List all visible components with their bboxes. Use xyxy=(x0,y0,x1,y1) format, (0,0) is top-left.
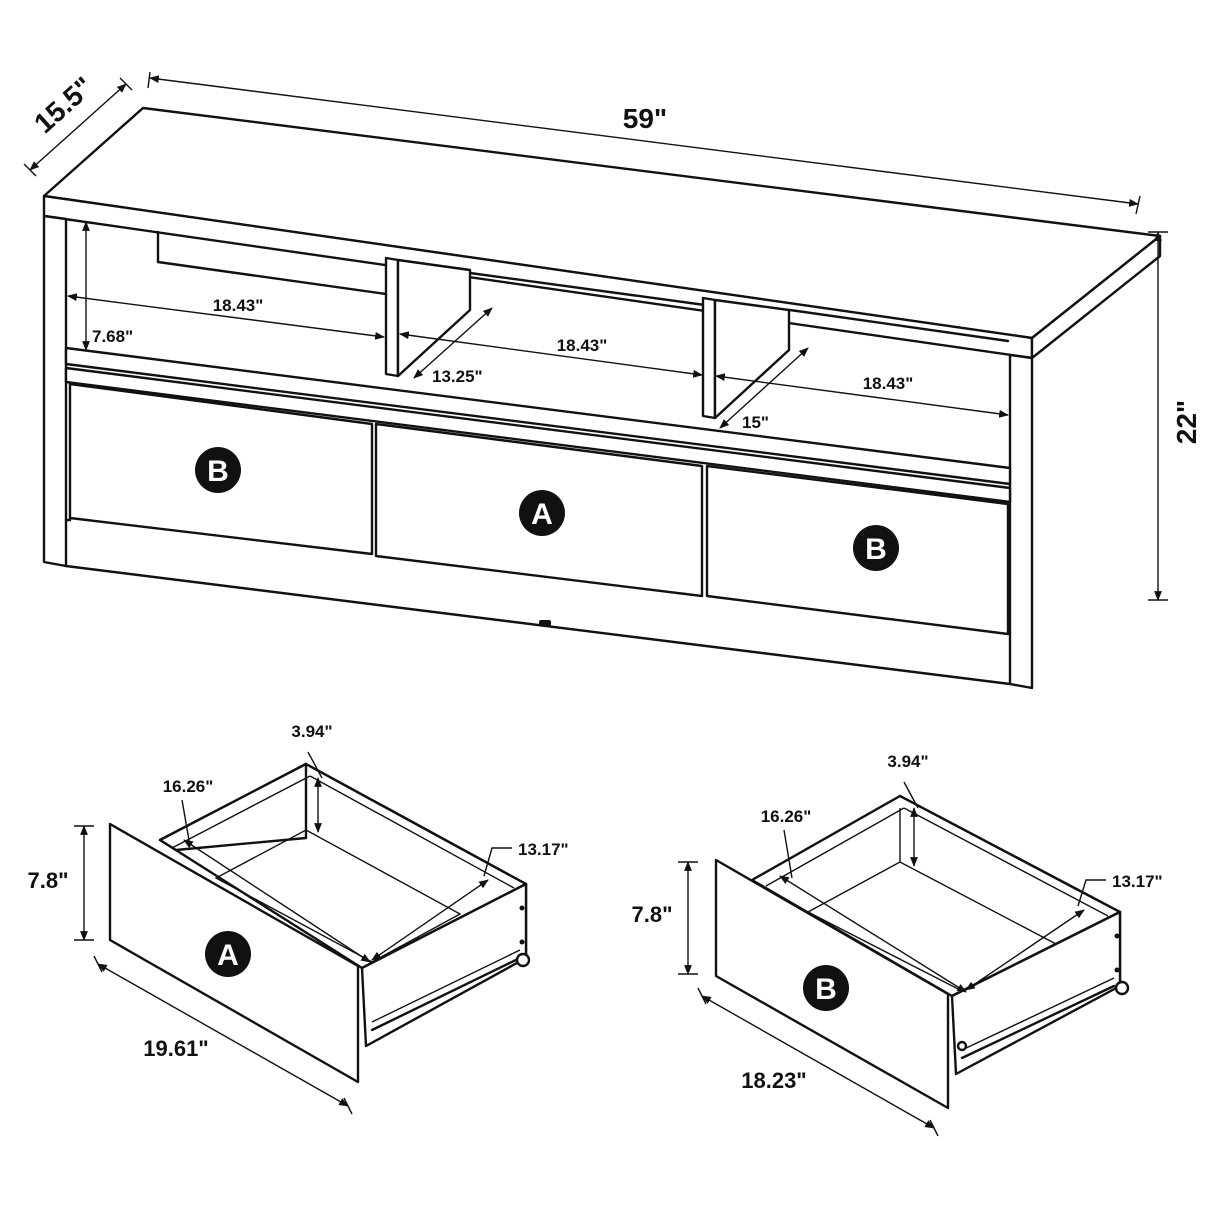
svg-text:A: A xyxy=(217,939,239,972)
dimension-center-shelf-depth: 13.25" xyxy=(413,307,493,386)
drawer-b-badge: B xyxy=(803,965,849,1011)
svg-text:13.17": 13.17" xyxy=(518,840,569,859)
right-side-panel xyxy=(1008,353,1034,690)
drawer-a xyxy=(108,762,531,1084)
left-side-panel xyxy=(42,214,68,568)
svg-text:13.17": 13.17" xyxy=(1112,872,1163,891)
drawer-a-dim-front-width: 19.61" xyxy=(93,955,353,1115)
svg-text:B: B xyxy=(815,973,837,1006)
drawer-frame xyxy=(64,366,1012,504)
dimension-shelf-height: 7.68" xyxy=(82,221,133,351)
svg-text:18.23": 18.23" xyxy=(741,1068,806,1093)
svg-text:19.61": 19.61" xyxy=(143,1036,208,1061)
svg-text:3.94": 3.94" xyxy=(887,752,928,771)
dimension-right-shelf-depth: 15" xyxy=(719,347,809,432)
width-label: 59" xyxy=(623,103,667,134)
drawer-b-dim-inner-width: 16.26" xyxy=(761,807,967,993)
center-shelf-depth-label: 13.25" xyxy=(432,367,483,386)
dimension-height: 22" xyxy=(1148,231,1202,601)
drawer-b-dim-inner-depth: 3.94" xyxy=(887,752,929,867)
shelf-floor xyxy=(64,346,1012,486)
height-label: 22" xyxy=(1171,400,1202,444)
dimension-right-shelf-width: 18.43" xyxy=(715,373,1009,418)
drawer-b-dim-height: 7.8" xyxy=(631,861,698,975)
right-shelf-depth-label: 15" xyxy=(742,413,769,432)
svg-text:A: A xyxy=(531,498,553,531)
divider-left-side xyxy=(396,258,472,378)
drawer-a-dim-inner-length: 13.17" xyxy=(371,840,569,961)
drawer-a-dim-inner-width: 16.26" xyxy=(163,777,371,963)
drawer-a-badge: A xyxy=(205,931,251,977)
svg-text:16.26": 16.26" xyxy=(761,807,812,826)
badge-right: B xyxy=(853,525,899,571)
svg-text:B: B xyxy=(865,533,887,566)
divider-right-side xyxy=(713,298,791,420)
shelf-height-label: 7.68" xyxy=(92,327,133,346)
svg-text:3.94": 3.94" xyxy=(291,722,332,741)
foot xyxy=(539,620,551,626)
depth-label: 15.5" xyxy=(28,71,99,139)
center-shelf-width-label: 18.43" xyxy=(557,336,608,355)
drawer-b-dim-front-width: 18.23" xyxy=(697,987,939,1137)
tv-stand xyxy=(42,106,1162,690)
drawer-a-dim-inner-depth: 3.94" xyxy=(291,722,333,833)
svg-text:B: B xyxy=(207,455,229,488)
right-shelf-width-label: 18.43" xyxy=(863,374,914,393)
badge-center: A xyxy=(519,490,565,536)
drawer-a-dim-height: 7.8" xyxy=(27,825,94,941)
divider-right xyxy=(701,296,717,420)
drawer-b xyxy=(714,794,1130,1110)
badge-left: B xyxy=(195,447,241,493)
left-shelf-width-label: 18.43" xyxy=(213,296,264,315)
dimension-left-shelf-width: 18.43" xyxy=(67,293,385,340)
svg-text:7.8": 7.8" xyxy=(631,902,672,927)
svg-text:16.26": 16.26" xyxy=(163,777,214,796)
drawer-b-dim-inner-length: 13.17" xyxy=(965,872,1163,991)
dimension-width: 59" xyxy=(147,71,1141,215)
svg-text:7.8": 7.8" xyxy=(27,868,68,893)
divider-left xyxy=(384,256,400,378)
